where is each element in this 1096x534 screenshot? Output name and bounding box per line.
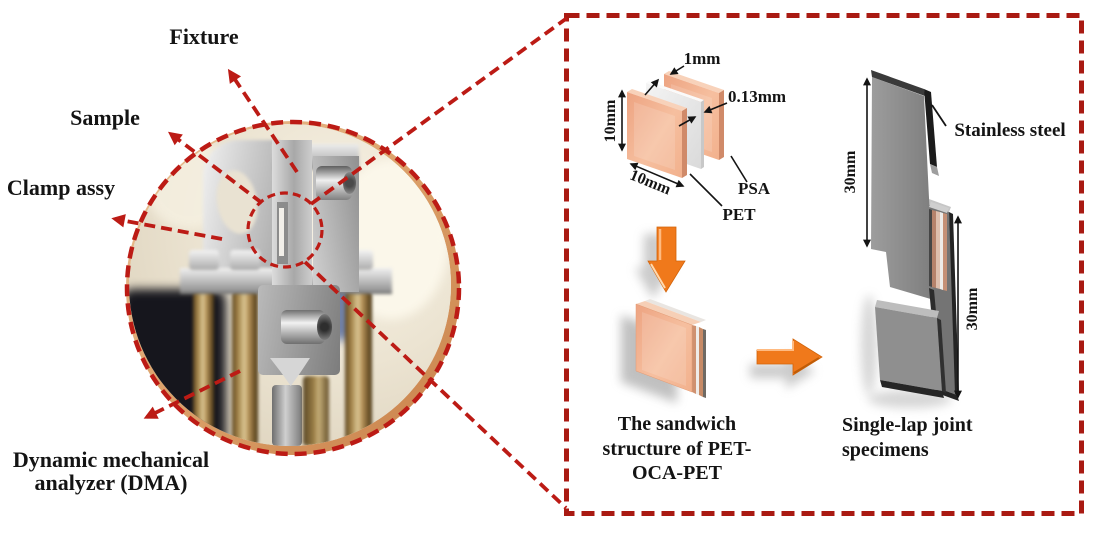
psa-top-edge xyxy=(646,81,704,102)
specimen-caption: Single-lap joint specimens xyxy=(842,413,973,462)
pet-back-side-edge xyxy=(719,90,724,160)
single-lap-specimen-diagram xyxy=(861,70,959,408)
sandwich-caption-line2: structure of PET- xyxy=(602,437,752,460)
right-arrow-icon xyxy=(750,338,823,389)
pet-front-face xyxy=(627,92,682,178)
specimen-dimensions xyxy=(863,77,962,399)
sandwich-dimensions xyxy=(618,65,748,207)
dim-10mm-height-label: 10mm xyxy=(602,99,619,143)
dma-label: Dynamic mechanical analyzer (DMA) xyxy=(13,448,209,494)
sandwich-caption: The sandwich structure of PET- OCA-PET xyxy=(603,412,752,486)
pet-label: PET xyxy=(722,205,756,224)
specimen-caption-line1: Single-lap joint xyxy=(842,414,973,436)
support-rod xyxy=(345,290,372,446)
stainless-steel-label: Stainless steel xyxy=(954,120,1066,141)
sandwich-assembled-diagram xyxy=(621,299,706,403)
down-arrow-icon xyxy=(635,226,686,299)
support-rod xyxy=(193,290,214,446)
upper-strip-top-edge xyxy=(871,70,925,96)
specimen-caption-line2: specimens xyxy=(842,438,929,461)
pet-front-top-edge xyxy=(627,89,687,111)
zoom-connector-top xyxy=(309,16,569,206)
overlap-pet-layer xyxy=(943,213,947,291)
support-rod xyxy=(303,376,329,446)
dma-label-line2: analyzer (DMA) xyxy=(34,470,188,495)
steel-edge-dark xyxy=(924,89,937,167)
overlap-psa-layer xyxy=(940,212,943,290)
clamp-bolt-lower-tip xyxy=(317,314,332,340)
rod-nut xyxy=(230,250,260,270)
sample-label: Sample xyxy=(70,105,140,130)
sample-strip xyxy=(279,208,284,256)
dim-30mm-lower-label: 30mm xyxy=(964,287,981,331)
zoom-region-circle xyxy=(246,191,324,269)
pet-back-top-edge xyxy=(664,71,724,93)
clamp-assy-label: Clamp assy xyxy=(6,175,116,200)
rod-nut xyxy=(189,250,219,270)
pet-front-side-edge xyxy=(682,108,687,178)
dim-1mm-label: 1mm xyxy=(683,49,721,68)
overlap-bevel xyxy=(929,202,949,213)
fixture-arrow xyxy=(227,68,299,174)
zoom-connector-bottom xyxy=(303,260,568,510)
photo-dashed-circle xyxy=(124,119,462,457)
sandwich-exploded-diagram xyxy=(627,71,724,178)
sandwich-caption-line1: The sandwich xyxy=(617,413,737,435)
psa-side-edge xyxy=(701,100,704,169)
dma-label-line1: Dynamic mechanical xyxy=(12,447,210,472)
center-rod xyxy=(272,385,302,446)
psa-label: PSA xyxy=(737,179,771,198)
support-rod xyxy=(232,290,258,446)
upper-strip-face xyxy=(871,77,934,300)
grip-tab-bevel xyxy=(875,300,939,318)
inset-box-border xyxy=(564,13,1084,516)
grip-tab-face xyxy=(875,307,942,391)
fixture-label: Fixture xyxy=(169,24,239,49)
clamp-arrow xyxy=(111,214,223,241)
dma-photo xyxy=(129,124,451,446)
dim-30mm-upper-label: 30mm xyxy=(842,150,859,194)
sandwich-caption-line3: OCA-PET xyxy=(631,462,722,484)
dim-013mm-label: 0.13mm xyxy=(727,87,787,106)
overlap-pet-layer xyxy=(932,210,936,288)
sample-arrow xyxy=(168,131,264,205)
dma-arrow xyxy=(143,369,241,419)
